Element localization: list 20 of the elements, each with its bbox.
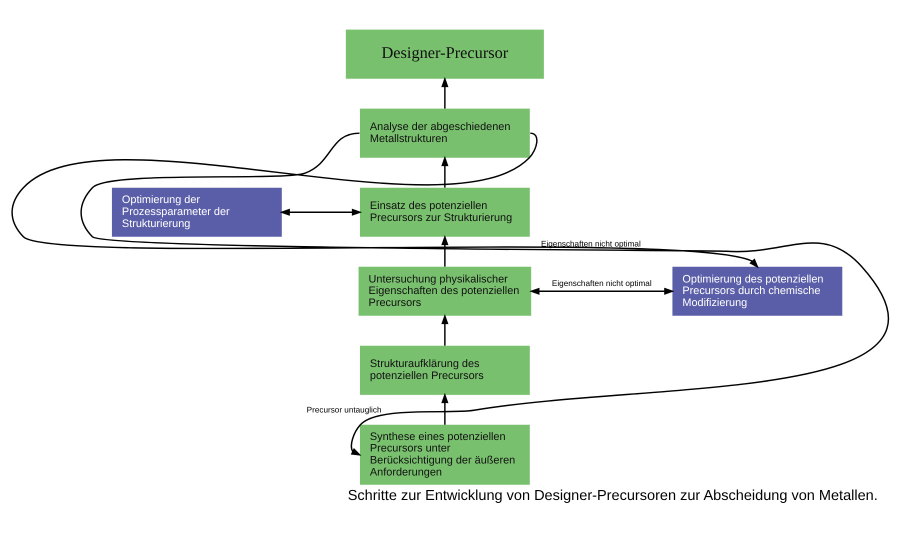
node-box: Einsatz des potenziellen Precursors zur Strukturierung [360, 187, 530, 236]
node-box: Optimierung der Prozessparameter der Strukturierung [112, 187, 282, 236]
node-box: Analyse der abgeschiedenen Metallstrukturen [360, 108, 530, 158]
arrow [529, 287, 674, 294]
arrow [441, 313, 448, 346]
edge-label: Eigenschaften nicht optimal [552, 278, 652, 288]
edge-label: Precursor untauglich [306, 404, 382, 414]
node-box: Optimierung des potenziellen Precursors durch chemische Modifizierung [672, 266, 842, 316]
arrow [80, 132, 887, 456]
node-box: Strukturaufklärung des potenziellen Precursors [360, 345, 530, 394]
edge-label: Eigenschaften nicht optimal [541, 238, 641, 248]
arrow [441, 76, 448, 108]
node-box: Untersuchung physikalischer Eigenschaften des potenziellen Precursors [358, 266, 532, 316]
arrow [441, 155, 448, 188]
caption: Schritte zur Entwicklung von Designer-Precursoren zur Abscheidung von Metallen. [348, 488, 878, 504]
arrow [441, 234, 448, 266]
node-box: Designer-Precursor [346, 29, 544, 78]
node-box: Synthese eines potenziellen Precursors unter Berücksichtigung der äußeren Anforderungen [360, 424, 530, 484]
arrow [280, 208, 362, 216]
arrow [441, 392, 448, 424]
